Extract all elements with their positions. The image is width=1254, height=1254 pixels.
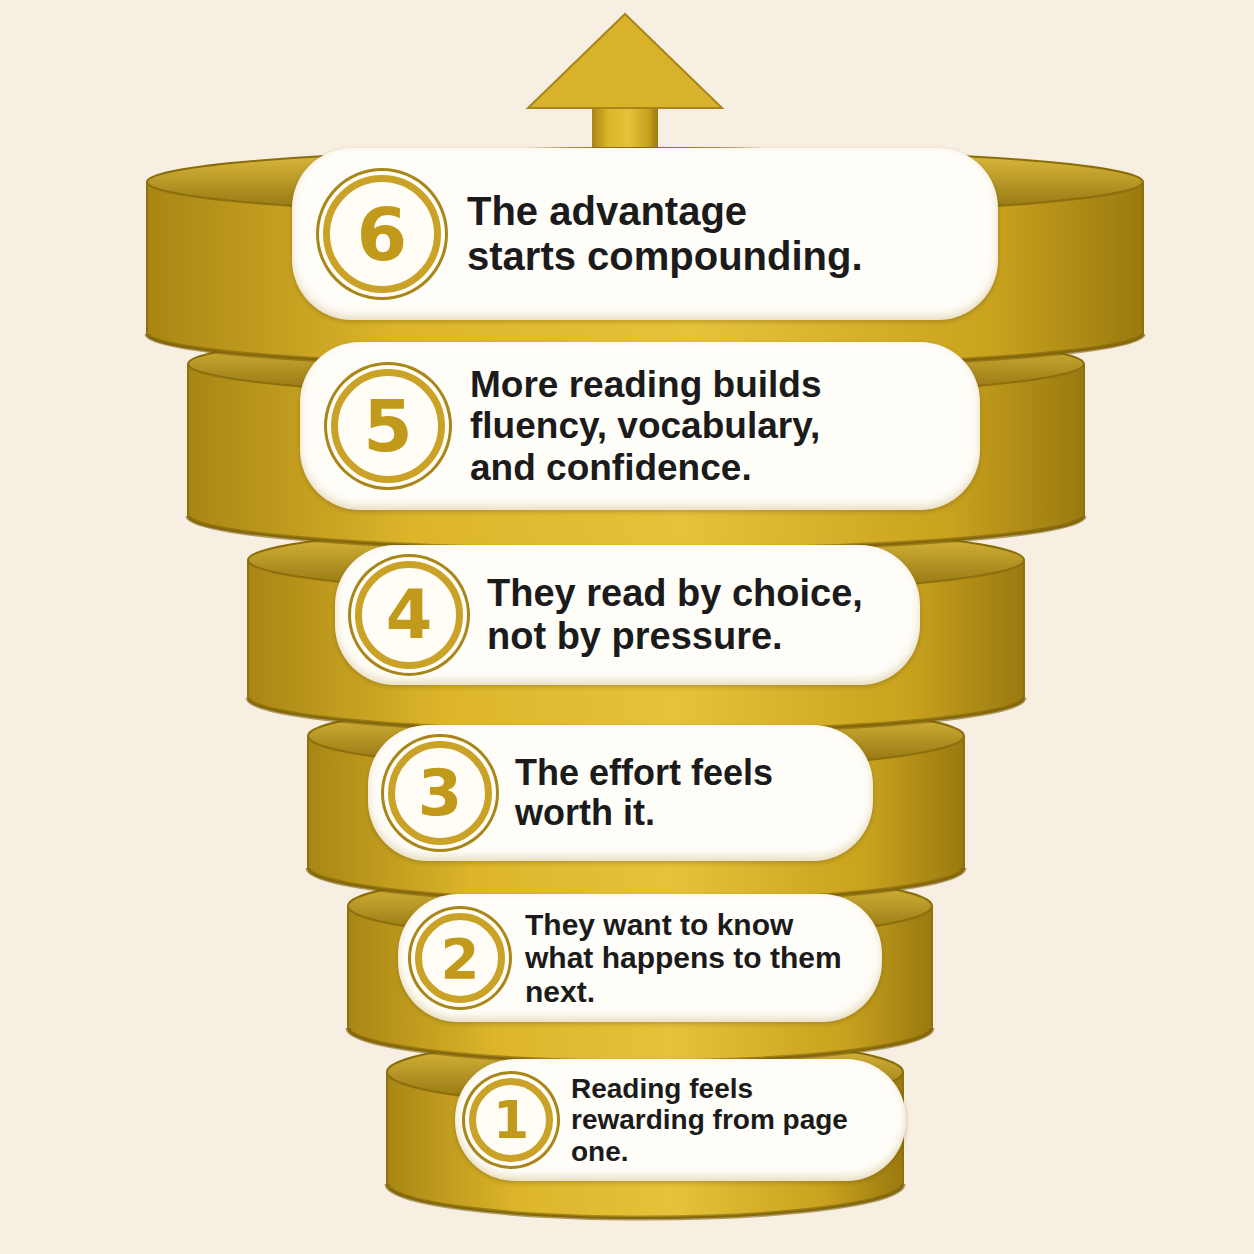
- step-panel: 1Reading feels rewarding from page one.: [455, 1059, 906, 1181]
- step-text: The advantage starts compounding.: [467, 189, 867, 279]
- ribbon-bands: [147, 148, 1143, 1218]
- step-number: 4: [355, 561, 463, 669]
- ribbon-band: [308, 702, 964, 902]
- step-panel: 3 The effort feels worth it.: [368, 725, 873, 861]
- arrow-head: [528, 14, 722, 108]
- step-panel: 2They want to know what happens to them …: [398, 894, 882, 1023]
- step-text: More reading builds fluency, vocabulary,…: [470, 364, 850, 488]
- step-number: 6: [323, 175, 441, 293]
- band-lower-edge: [387, 1184, 903, 1218]
- step-number: 3: [388, 741, 492, 845]
- band-lower-edge: [348, 1028, 932, 1062]
- step-text: They want to know what happens to them n…: [525, 908, 848, 1009]
- ribbon-band: [248, 526, 1024, 732]
- step-number: 5: [331, 369, 445, 483]
- step-number: 2: [415, 913, 505, 1003]
- step-panel: 5More reading builds fluency, vocabulary…: [300, 342, 980, 510]
- step-number: 1: [469, 1078, 553, 1162]
- step-text: Reading feels rewarding from page one.: [571, 1073, 871, 1167]
- ribbon-band: [147, 148, 1143, 368]
- step-panel: 6 The advantage starts compounding.: [292, 148, 998, 320]
- step-panel: 4 They read by choice, not by pressure.: [335, 545, 920, 685]
- ribbon-band: [348, 872, 932, 1062]
- ribbon-band: [188, 330, 1084, 550]
- step-text: The effort feels worth it.: [515, 753, 805, 834]
- step-text: They read by choice, not by pressure.: [487, 572, 877, 657]
